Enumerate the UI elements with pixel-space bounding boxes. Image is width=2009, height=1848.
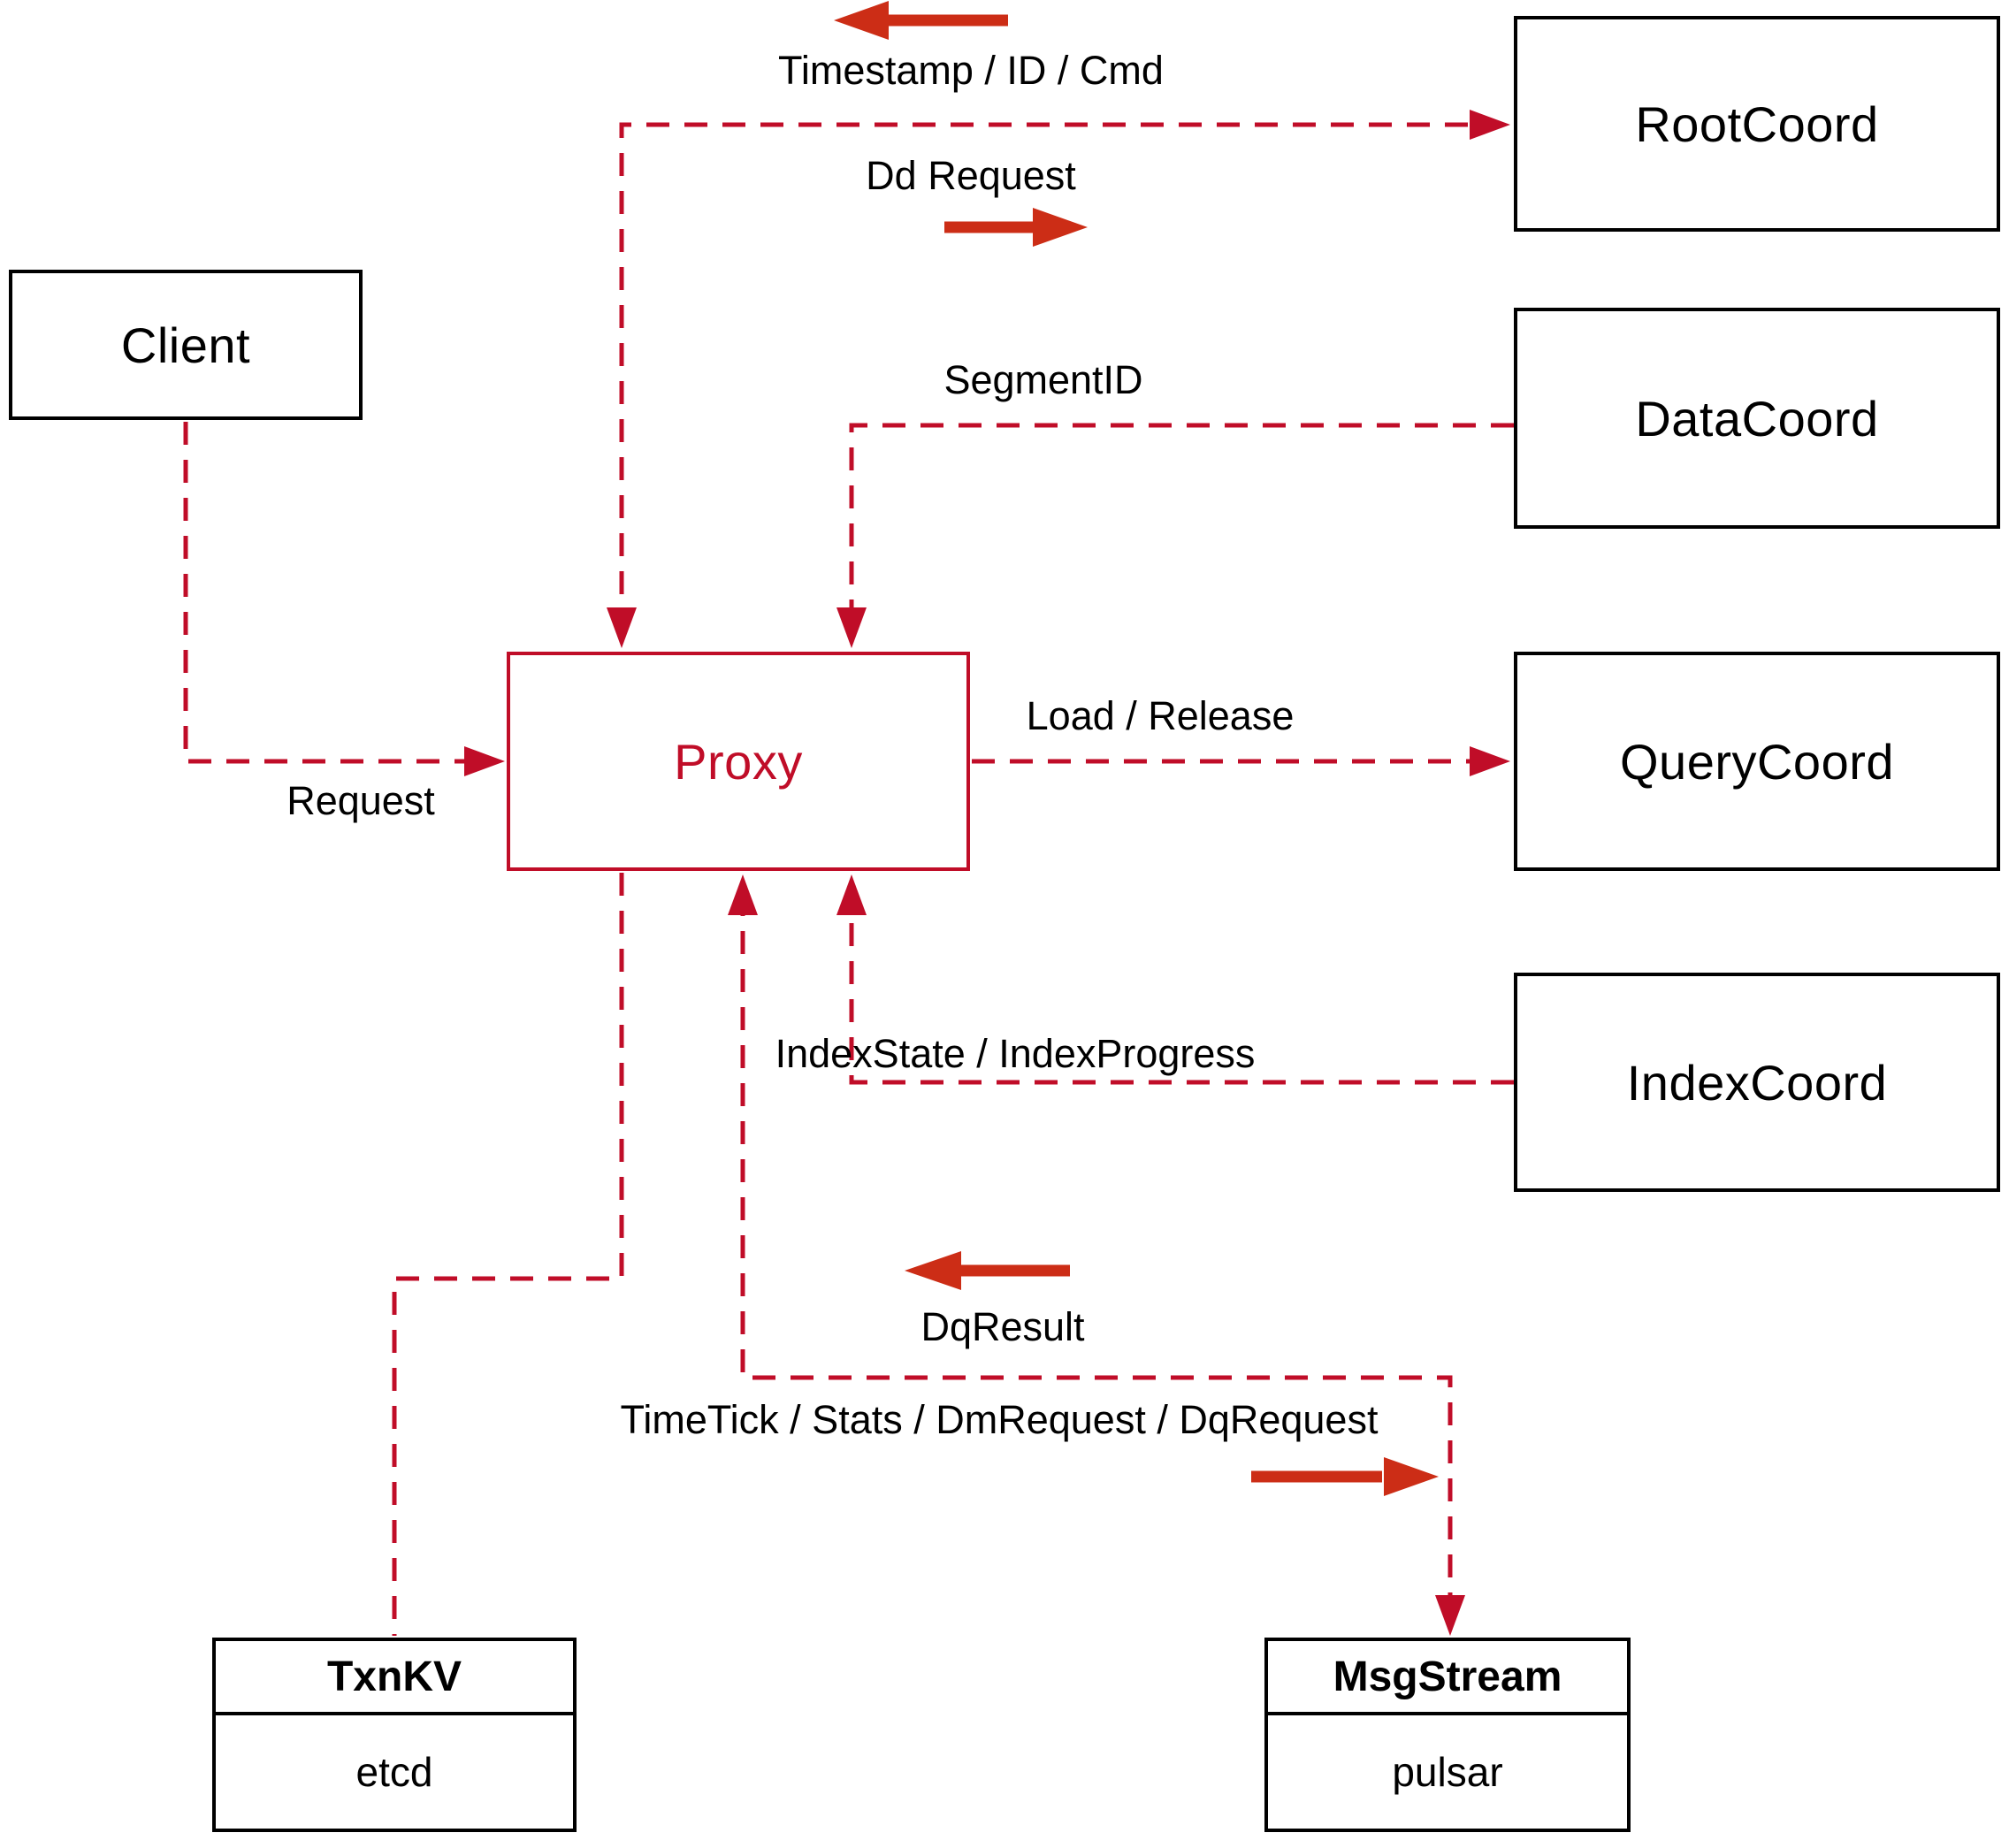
arrowhead-into-proxy-top-left — [607, 607, 637, 648]
edge-label-timetick-stats: TimeTick / Stats / DmRequest / DqRequest — [620, 1397, 1379, 1442]
indexcoord-node: IndexCoord — [1514, 973, 2000, 1192]
msgstream-node: MsgStream pulsar — [1264, 1638, 1631, 1832]
timetick-direction-right-arrow-icon — [1251, 1457, 1439, 1496]
rootcoord-label: RootCoord — [1635, 95, 1879, 152]
client-proxy-edge — [183, 422, 505, 776]
indexcoord-label: IndexCoord — [1626, 1054, 1888, 1111]
arrowhead-into-proxy-bottom-right — [836, 874, 867, 915]
edge-label-dd-request: Dd Request — [866, 153, 1076, 198]
txnkv-impl: etcd — [355, 1749, 433, 1795]
arrowhead-into-proxy-left — [464, 746, 505, 776]
edge-label-index-state-progress: IndexState / IndexProgress — [775, 1031, 1256, 1076]
proxy-querycoord-edge — [972, 746, 1510, 776]
msgstream-title: MsgStream — [1268, 1641, 1627, 1715]
arrowhead-into-proxy-bottom-middle — [728, 874, 758, 915]
querycoord-node: QueryCoord — [1514, 652, 2000, 871]
proxy-node: Proxy — [507, 652, 970, 871]
timestamp-direction-left-arrow-icon — [834, 1, 1008, 40]
client-node: Client — [9, 270, 363, 420]
proxy-label: Proxy — [674, 733, 803, 790]
client-label: Client — [120, 317, 251, 373]
edge-label-segment-id: SegmentID — [943, 357, 1143, 402]
edge-label-load-release: Load / Release — [1026, 693, 1295, 738]
arrowhead-into-proxy-top-right — [836, 607, 867, 648]
dd-request-direction-right-arrow-icon — [944, 208, 1088, 247]
txnkv-title: TxnKV — [216, 1641, 573, 1715]
querycoord-label: QueryCoord — [1619, 733, 1895, 790]
msgstream-impl: pulsar — [1392, 1749, 1503, 1795]
proxy-txnkv-edge — [392, 873, 624, 1636]
arrowhead-into-querycoord — [1470, 746, 1510, 776]
datacoord-label: DataCoord — [1635, 390, 1879, 447]
rootcoord-node: RootCoord — [1514, 16, 2000, 232]
edge-label-request: Request — [286, 778, 435, 823]
dqresult-direction-left-arrow-icon — [905, 1251, 1070, 1290]
datacoord-proxy-edge — [836, 423, 1514, 648]
edge-label-timestamp-id-cmd: Timestamp / ID / Cmd — [778, 48, 1164, 93]
arrowhead-into-msgstream — [1435, 1595, 1465, 1636]
edge-label-dq-result: DqResult — [920, 1304, 1085, 1349]
proxy-msgstream-edge — [728, 874, 1465, 1636]
arrowhead-into-rootcoord — [1470, 110, 1510, 140]
datacoord-node: DataCoord — [1514, 308, 2000, 529]
txnkv-node: TxnKV etcd — [212, 1638, 577, 1832]
